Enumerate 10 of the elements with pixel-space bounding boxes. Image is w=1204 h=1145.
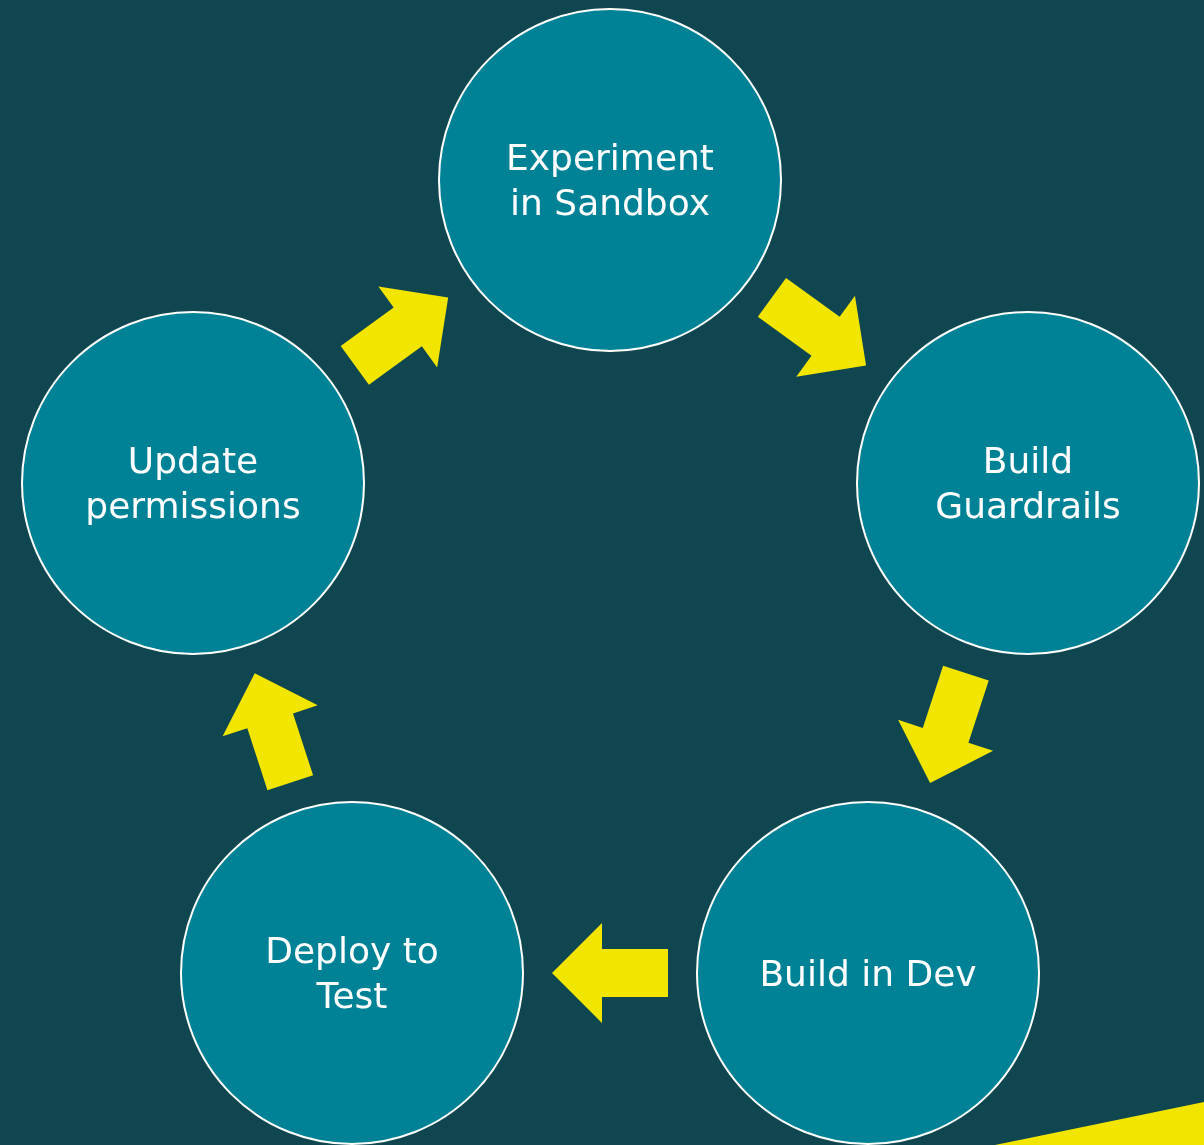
step-label: Experiment in Sandbox (505, 136, 715, 225)
step-label: Deploy to Test (264, 929, 440, 1018)
block-arrow (757, 277, 867, 377)
block-arrow (898, 665, 994, 783)
step-label: Update permissions (84, 439, 302, 528)
block-arrow (222, 673, 318, 791)
block-arrow (340, 286, 449, 385)
block-arrow (552, 923, 668, 1023)
step-label: Build Guardrails (934, 439, 1122, 528)
step-label: Build in Dev (759, 951, 977, 996)
